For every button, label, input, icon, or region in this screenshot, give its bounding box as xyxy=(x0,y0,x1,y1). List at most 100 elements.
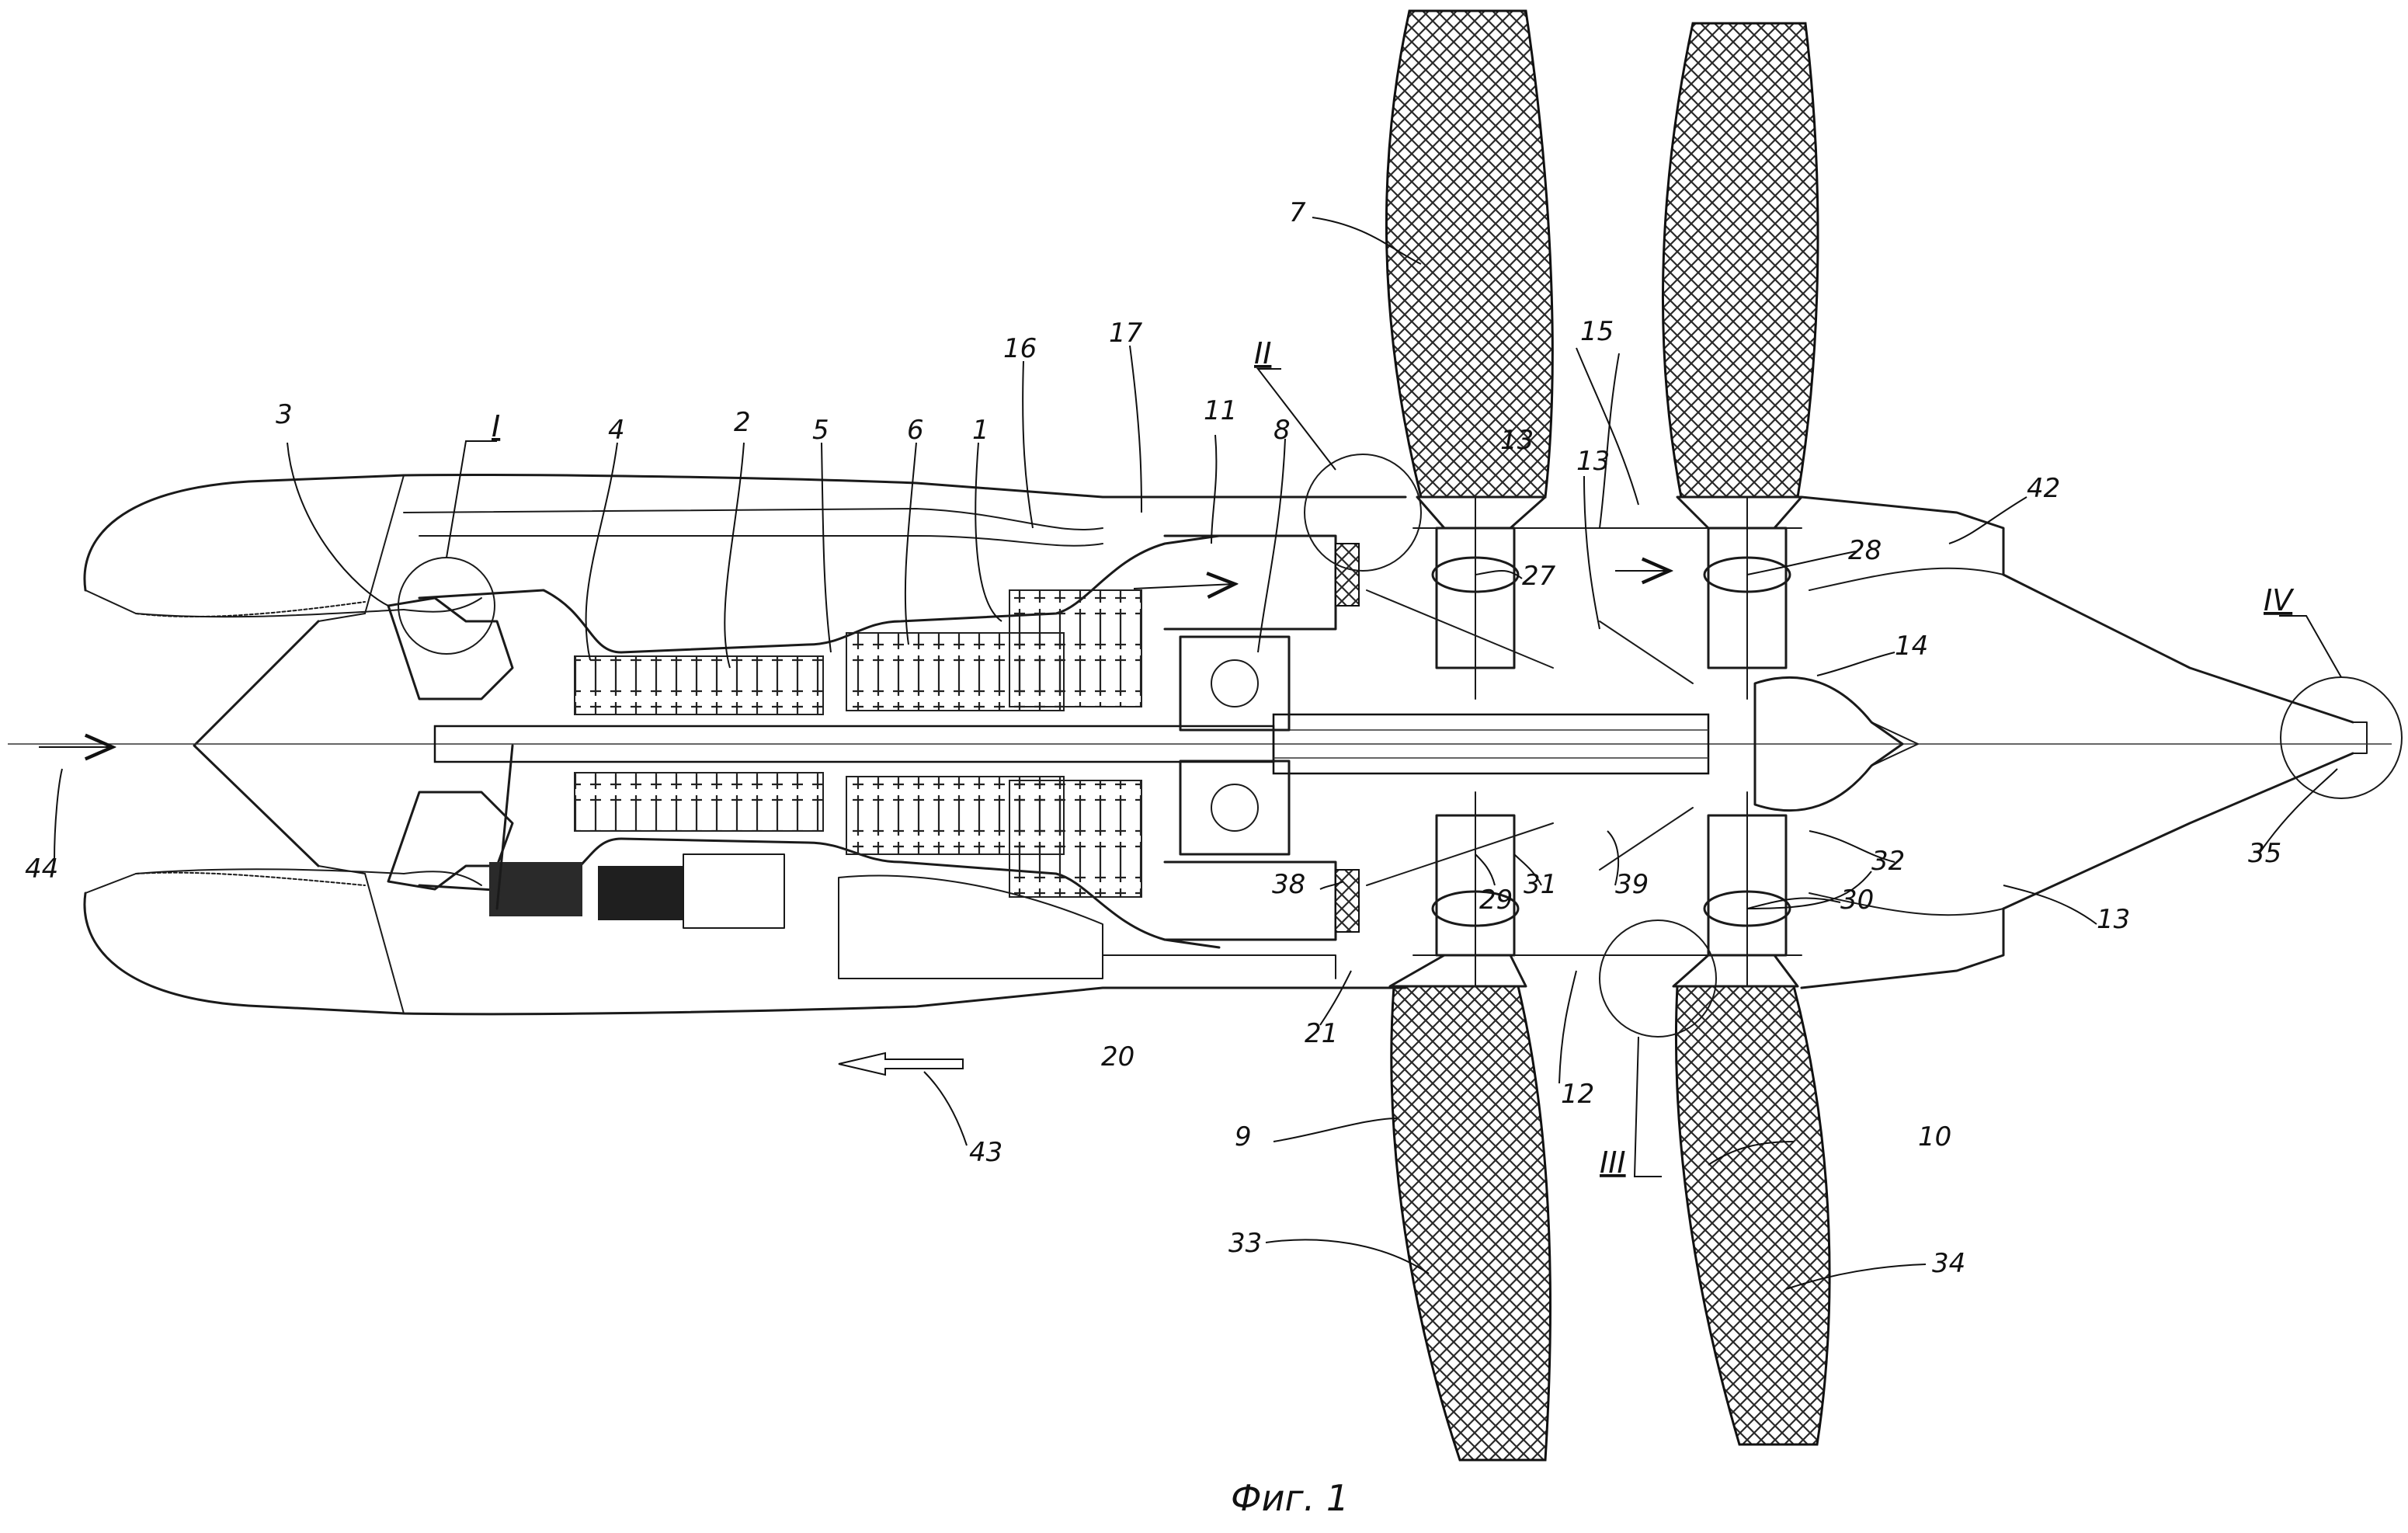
label-20: 20 xyxy=(1101,1041,1135,1072)
spinner xyxy=(193,620,320,867)
gearbox-gear xyxy=(1211,659,1259,707)
label-43: 43 xyxy=(969,1137,1002,1168)
turbine-stages-lower xyxy=(1009,780,1142,898)
nacelle xyxy=(83,474,2368,1016)
detail-leader-I xyxy=(446,440,497,558)
detail-leader-III xyxy=(1633,1036,1662,1177)
tail-nose xyxy=(1871,721,1919,766)
label-13-right: 13 xyxy=(2097,904,2130,935)
pitch-mechanism-30 xyxy=(1703,890,1791,927)
gearbox-housing-lower xyxy=(1179,760,1291,856)
label-44: 44 xyxy=(25,853,58,885)
detail-leader-IV xyxy=(2279,615,2342,678)
strut-lower-a xyxy=(1366,807,1694,886)
reference-labels: 3 4 2 5 6 1 16 17 11 8 7 15 13 27 28 14 … xyxy=(25,197,2281,1279)
label-42: 42 xyxy=(2027,473,2060,504)
section-I: I xyxy=(492,409,500,443)
label-13-upper: 13 xyxy=(1576,446,1610,477)
label-39: 39 xyxy=(1615,869,1649,900)
label-5: 5 xyxy=(812,415,829,446)
inlet-lip-lower xyxy=(85,868,405,894)
label-27: 27 xyxy=(1522,561,1556,592)
label-30: 30 xyxy=(1840,885,1874,916)
label-12: 12 xyxy=(1561,1079,1594,1110)
detail-circle-IV xyxy=(2280,676,2403,799)
label-35: 35 xyxy=(2248,838,2281,869)
flight-direction-arrow xyxy=(838,1052,964,1076)
label-34: 34 xyxy=(1932,1248,1965,1279)
pitch-mechanism-27 xyxy=(1431,556,1520,593)
aft-nacelle-upper xyxy=(1800,495,2005,576)
front-lower-root xyxy=(1388,954,1527,988)
bypass-duct-lower xyxy=(1102,954,1336,979)
leader-lines xyxy=(54,217,2338,1290)
accessory-block xyxy=(489,862,582,916)
inlet-duct-upper xyxy=(403,597,482,613)
label-10: 10 xyxy=(1918,1121,1951,1152)
turbine-stages-upper xyxy=(1009,589,1142,707)
detail-circle-III xyxy=(1599,919,1717,1038)
lp-compressor-stages-upper xyxy=(574,655,824,715)
flow-arrows xyxy=(39,571,1670,1076)
gearbox-housing xyxy=(1179,635,1291,732)
power-turbine-duct-lower xyxy=(1163,860,1337,941)
bypass-duct-upper-2 xyxy=(419,535,1103,547)
lower-fairing xyxy=(838,874,1103,979)
inlet-duct-lower xyxy=(403,871,482,886)
seal-block-upper xyxy=(1335,543,1360,607)
intake-coil-lower xyxy=(135,871,366,886)
front-frame xyxy=(364,474,405,1014)
label-1: 1 xyxy=(972,415,989,446)
power-turbine-duct-upper xyxy=(1163,534,1337,631)
bypass-duct-upper xyxy=(403,508,1103,531)
section-II: II xyxy=(1254,336,1271,370)
pitch-mechanism-29 xyxy=(1431,890,1520,927)
label-28: 28 xyxy=(1848,535,1882,566)
rear-lower-root xyxy=(1672,954,1799,988)
label-7: 7 xyxy=(1289,197,1306,228)
gearbox-gear-lower xyxy=(1211,784,1259,832)
exhaust-inner-lower xyxy=(1809,892,2004,916)
nacelle-upper xyxy=(83,474,1407,592)
tail-tip xyxy=(2352,721,2368,754)
label-11: 11 xyxy=(1204,395,1237,426)
inlet-lip-upper xyxy=(85,589,405,618)
tail-hub xyxy=(1753,676,1904,812)
label-33: 33 xyxy=(1228,1228,1262,1259)
front-inlet-stage-lower xyxy=(387,791,514,891)
front-upper-root xyxy=(1416,495,1547,530)
label-8: 8 xyxy=(1273,415,1291,446)
rear-upper-blade xyxy=(1661,22,1819,499)
exhaust-cone-lower xyxy=(2002,752,2354,910)
front-inlet-stage xyxy=(387,596,514,700)
detail-leader-II xyxy=(1256,368,1336,471)
label-32: 32 xyxy=(1871,846,1905,877)
label-9: 9 xyxy=(1235,1121,1252,1152)
nacelle-lower xyxy=(83,892,1407,1016)
label-2: 2 xyxy=(734,407,751,438)
accessory-casing xyxy=(683,853,785,929)
lp-compressor-stages-lower xyxy=(574,772,824,832)
label-4: 4 xyxy=(608,415,625,446)
accessory-gearbox xyxy=(598,866,683,920)
rear-lower-blade xyxy=(1674,985,1831,1446)
aft-nacelle-lower xyxy=(1800,907,2005,989)
front-lower-blade xyxy=(1390,985,1552,1462)
label-6: 6 xyxy=(907,415,924,446)
intake-coil-upper xyxy=(135,601,366,618)
exhaust-cone-upper xyxy=(2002,573,2354,724)
rear-upper-root xyxy=(1676,495,1803,530)
flow-arrow-11 xyxy=(1133,584,1235,589)
detail-circle-II xyxy=(1304,454,1422,572)
section-IV: IV xyxy=(2264,583,2295,617)
accessory-drive xyxy=(495,744,514,910)
label-14: 14 xyxy=(1895,631,1928,662)
core-engine xyxy=(387,496,1919,987)
pitch-mechanism-28 xyxy=(1703,556,1791,593)
strut-upper-a xyxy=(1366,589,1694,684)
label-29: 29 xyxy=(1479,885,1513,916)
label-3: 3 xyxy=(276,399,293,430)
label-21: 21 xyxy=(1305,1018,1338,1049)
label-17: 17 xyxy=(1109,318,1143,349)
